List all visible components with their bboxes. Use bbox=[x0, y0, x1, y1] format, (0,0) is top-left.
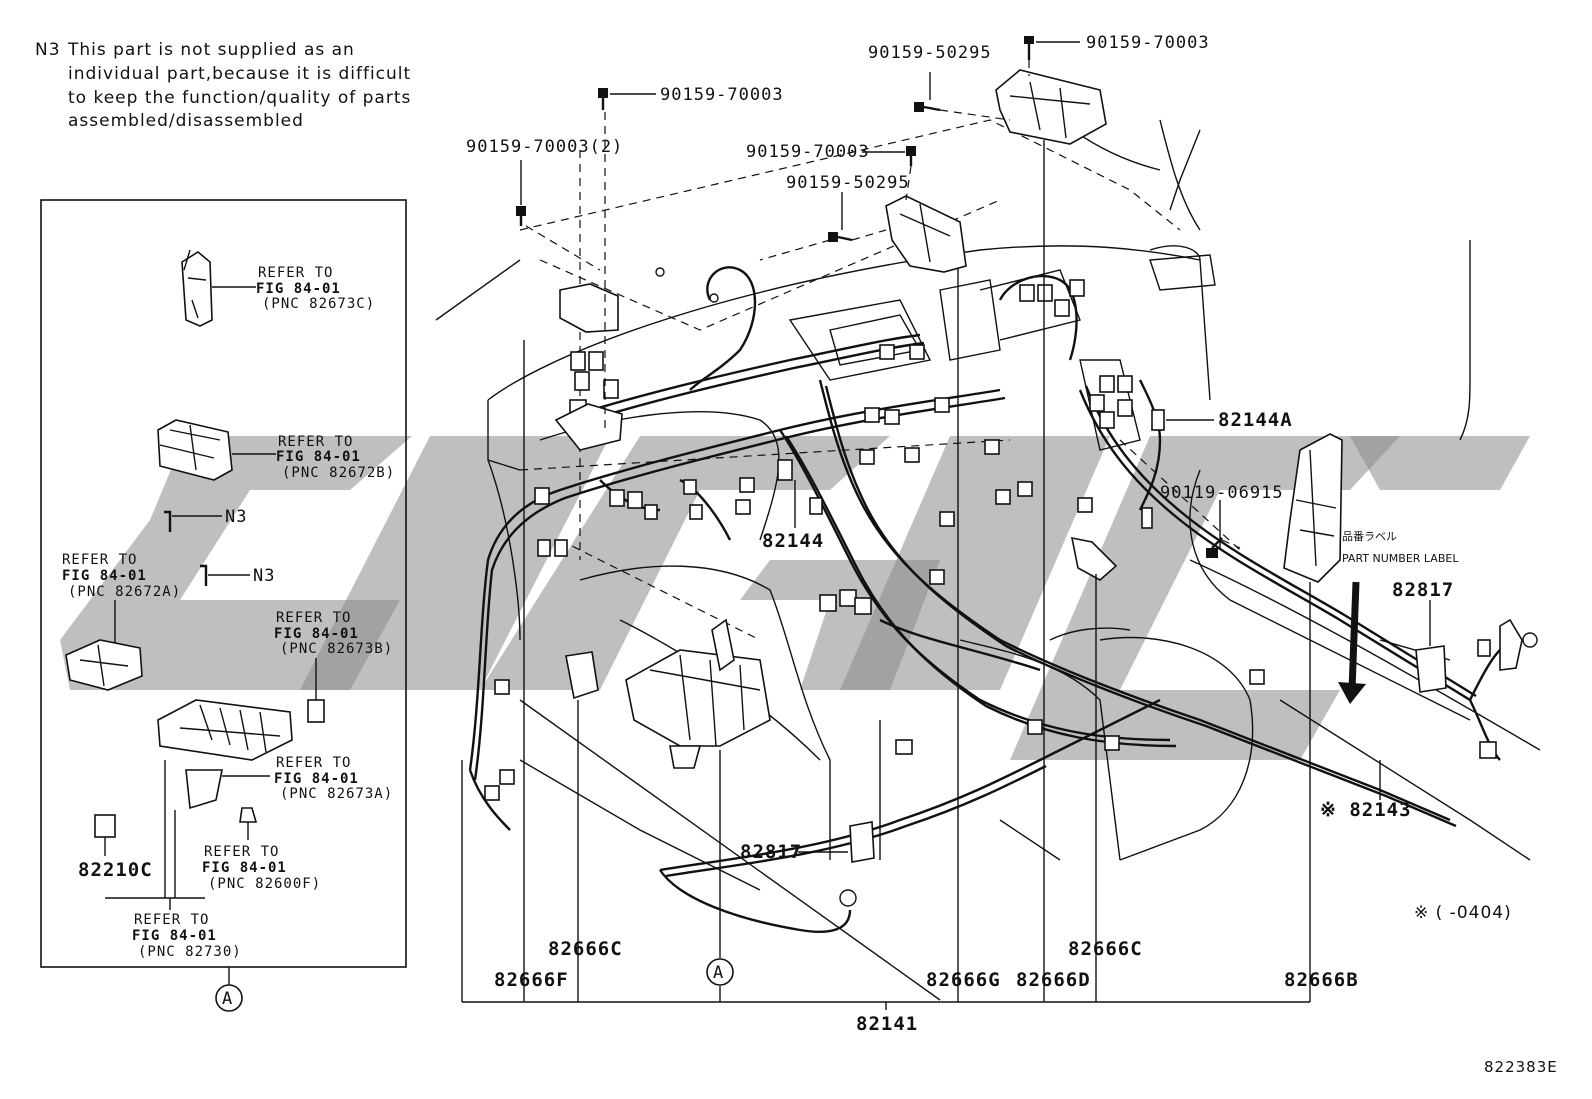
label-82143: ※ 82143 bbox=[1320, 799, 1412, 821]
relay-connector-part bbox=[65, 639, 143, 691]
connector-82817-bottom bbox=[849, 821, 875, 863]
wiring-harness bbox=[468, 266, 1501, 933]
inset-n3-a: N3 bbox=[225, 507, 247, 527]
label-90159-70003-2: 90159-70003(2) bbox=[466, 137, 623, 157]
svg-text:(PNC 82600F): (PNC 82600F) bbox=[208, 876, 321, 892]
harness-connectors bbox=[484, 267, 1497, 907]
main-marker-circle bbox=[706, 958, 734, 986]
svg-text:(PNC 82672B): (PNC 82672B) bbox=[282, 465, 395, 481]
svg-text:FIG 84-01: FIG 84-01 bbox=[202, 860, 287, 876]
inset-ref-4: REFER TO FIG 84-01 (PNC 82673B) bbox=[274, 610, 393, 657]
label-82144: 82144 bbox=[762, 530, 824, 552]
svg-text:FIG 84-01: FIG 84-01 bbox=[62, 568, 147, 584]
label-part-number-jp: 品番ラベル bbox=[1342, 530, 1397, 543]
left-bracket-part bbox=[559, 283, 619, 333]
right-clip-part bbox=[1499, 618, 1523, 671]
svg-text:REFER TO: REFER TO bbox=[134, 912, 209, 928]
label-82817-bottom: 82817 bbox=[740, 841, 802, 863]
inset-panel: A REFER TO FIG 84-01 (PNC 82673C) REFER … bbox=[40, 199, 407, 1012]
label-82817-right: 82817 bbox=[1392, 579, 1454, 601]
relay-bracket-part bbox=[181, 249, 213, 327]
main-junction-block bbox=[625, 618, 771, 769]
connector-82817-right bbox=[1415, 645, 1447, 693]
svg-text:(PNC 82730): (PNC 82730) bbox=[138, 944, 242, 960]
svg-text:REFER TO: REFER TO bbox=[276, 610, 351, 626]
left-lower-bracket-part bbox=[565, 651, 599, 700]
note-line-3: to keep the function/quality of parts bbox=[68, 88, 411, 108]
label-90159-50295-top: 90159-50295 bbox=[868, 43, 992, 63]
inset-ref-2: REFER TO FIG 84-01 (PNC 82672B) bbox=[276, 434, 395, 481]
inset-ref-5: REFER TO FIG 84-01 (PNC 82673A) bbox=[274, 755, 393, 802]
left-relay-part bbox=[554, 403, 623, 451]
inset-ref-3: REFER TO FIG 84-01 (PNC 82672A) bbox=[62, 552, 181, 600]
svg-text:FIG 84-01: FIG 84-01 bbox=[276, 449, 361, 465]
label-82666c-left: 82666C bbox=[548, 938, 623, 960]
note-line-4: assembled/disassembled bbox=[68, 111, 304, 131]
svg-text:(PNC 82673B): (PNC 82673B) bbox=[280, 641, 393, 657]
center-bracket-part bbox=[885, 195, 967, 273]
svg-text:(PNC 82673A): (PNC 82673A) bbox=[280, 786, 393, 802]
small-relay-2-part bbox=[239, 807, 258, 823]
relay-82210c-part bbox=[94, 814, 116, 838]
bolt-90159-50295-top bbox=[914, 102, 941, 112]
svg-text:FIG 84-01: FIG 84-01 bbox=[132, 928, 217, 944]
svg-text:(PNC 82672A): (PNC 82672A) bbox=[68, 584, 181, 600]
inset-ref-6: REFER TO FIG 84-01 (PNC 82600F) bbox=[202, 844, 321, 892]
note-line-1: This part is not supplied as an bbox=[67, 40, 355, 60]
main-parts bbox=[554, 69, 1538, 863]
label-82141: 82141 bbox=[856, 1013, 918, 1035]
bolt-90159-70003-2 bbox=[516, 206, 526, 226]
svg-text:(PNC 82673C): (PNC 82673C) bbox=[262, 296, 375, 312]
bolt-90159-70003-left bbox=[598, 88, 608, 110]
diagram-id: 822383E bbox=[1484, 1058, 1558, 1076]
inset-n3-b: N3 bbox=[253, 566, 275, 586]
svg-text:REFER TO: REFER TO bbox=[204, 844, 279, 860]
label-90159-70003-mid: 90159-70003 bbox=[746, 142, 870, 162]
label-90159-70003-top: 90159-70003 bbox=[1086, 33, 1210, 53]
label-90159-50295-mid: 90159-50295 bbox=[786, 173, 910, 193]
inset-ref-7: REFER TO FIG 84-01 (PNC 82730) bbox=[132, 912, 242, 960]
label-82666b: 82666B bbox=[1284, 969, 1359, 991]
upper-bracket-part bbox=[995, 69, 1107, 145]
right-ecu-bracket bbox=[1283, 433, 1343, 583]
junction-block-part bbox=[157, 699, 293, 761]
label-82666g: 82666G bbox=[926, 969, 1001, 991]
label-82666f: 82666F bbox=[494, 969, 569, 991]
n3-note: N3 This part is not supplied as an indiv… bbox=[35, 40, 411, 131]
label-82144a: 82144A bbox=[1218, 409, 1293, 431]
bracket-part bbox=[185, 769, 223, 810]
inset-ref-1: REFER TO FIG 84-01 (PNC 82673C) bbox=[256, 265, 375, 312]
relay-block-part bbox=[157, 419, 233, 481]
small-relay-part bbox=[307, 699, 325, 723]
label-82666d: 82666D bbox=[1016, 969, 1091, 991]
label-82666c-right: 82666C bbox=[1068, 938, 1143, 960]
svg-text:FIG 84-01: FIG 84-01 bbox=[256, 281, 341, 297]
label-90119-06915: 90119-06915 bbox=[1160, 483, 1284, 503]
label-90159-70003-left: 90159-70003 bbox=[660, 85, 784, 105]
note-line-2: individual part,because it is difficult bbox=[68, 64, 411, 84]
bolt-90159-70003-mid bbox=[906, 146, 916, 166]
main-marker-label: A bbox=[713, 963, 724, 983]
svg-text:FIG 84-01: FIG 84-01 bbox=[274, 771, 359, 787]
svg-text:FIG 84-01: FIG 84-01 bbox=[274, 626, 359, 642]
bolt-90159-50295-mid bbox=[828, 232, 853, 242]
svg-text:REFER TO: REFER TO bbox=[62, 552, 137, 568]
footnote: ※ ( -0404) bbox=[1414, 903, 1512, 923]
part-labels: 90159-70003 90159-50295 90159-70003 9015… bbox=[466, 33, 1558, 1076]
bolt-90159-70003-top bbox=[1024, 36, 1034, 60]
svg-text:REFER TO: REFER TO bbox=[278, 434, 353, 450]
watermark-logo bbox=[60, 436, 1530, 760]
svg-text:REFER TO: REFER TO bbox=[258, 265, 333, 281]
inset-part-82210c: 82210C bbox=[78, 859, 153, 881]
note-code: N3 bbox=[35, 40, 61, 60]
bracket-82666c-right bbox=[1070, 536, 1118, 581]
inset-marker-circle bbox=[215, 984, 243, 1012]
svg-text:REFER TO: REFER TO bbox=[276, 755, 351, 771]
leader-lines bbox=[461, 41, 1431, 1010]
label-part-number-en: PART NUMBER LABEL bbox=[1342, 552, 1459, 565]
inset-marker-label: A bbox=[222, 989, 233, 1009]
